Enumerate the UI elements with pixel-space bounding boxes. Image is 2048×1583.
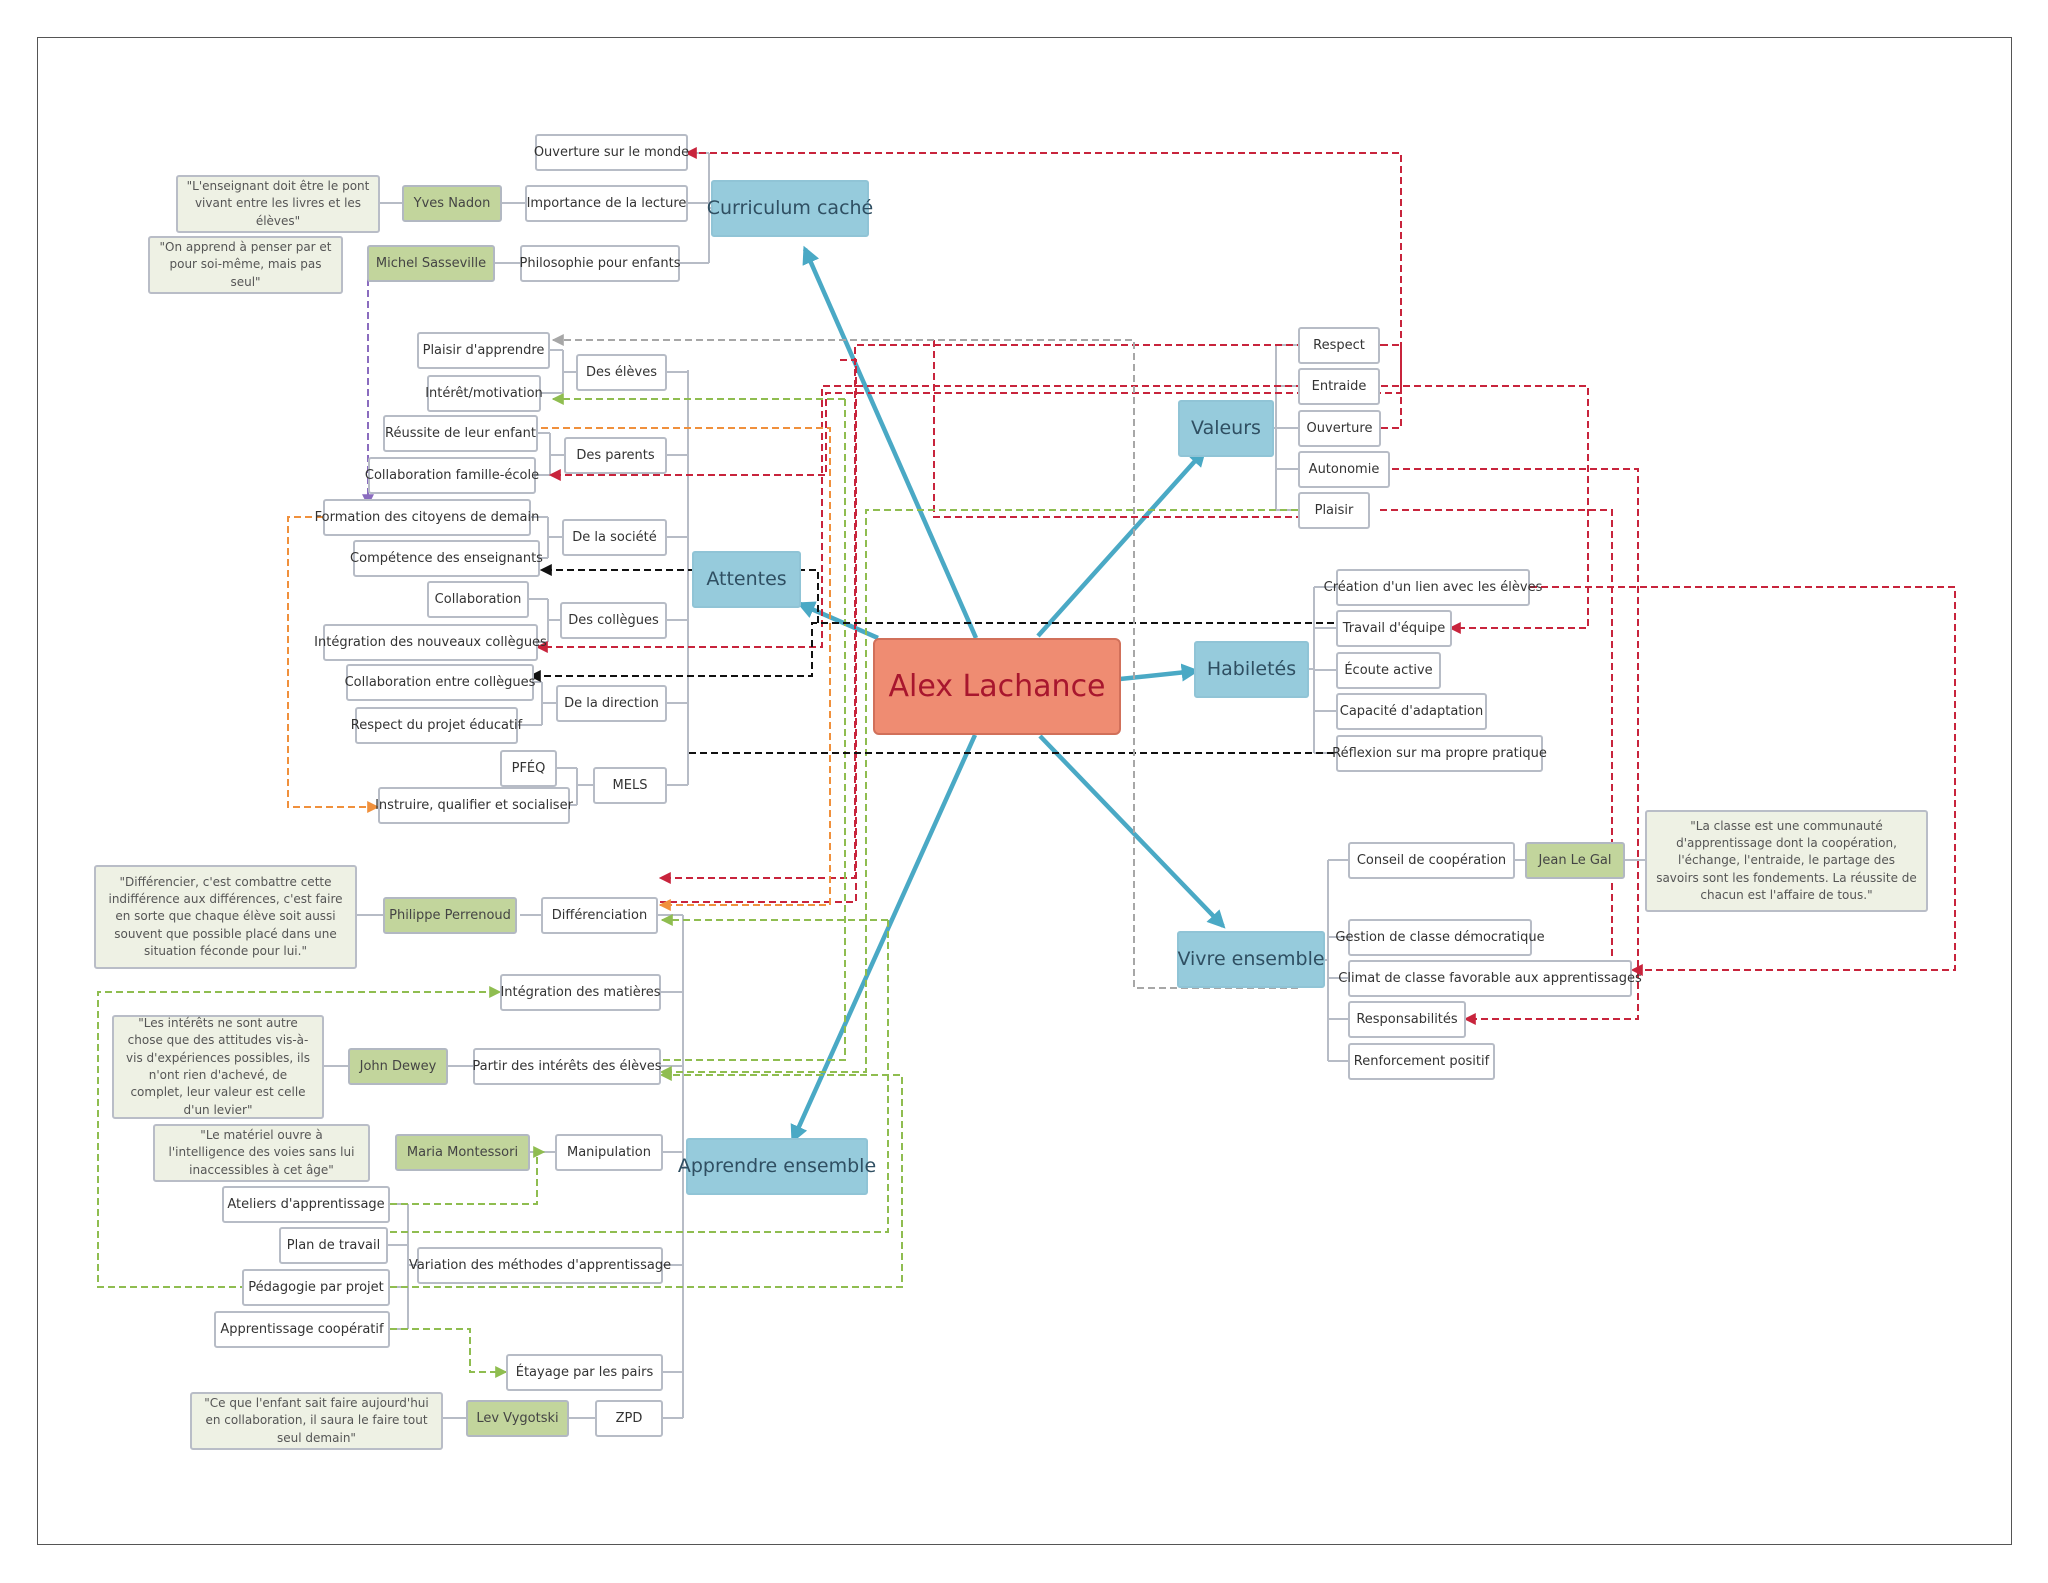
node-respect[interactable]: Respect: [1298, 327, 1380, 364]
node-instruire-qualifier[interactable]: Instruire, qualifier et socialiser: [375, 787, 573, 824]
node-interet-motivation[interactable]: Intérêt/motivation: [425, 375, 543, 412]
red-links: [535, 147, 1956, 1025]
node-ecoute-active[interactable]: Écoute active: [1336, 652, 1441, 689]
tree-connectors: [320, 152, 1645, 1419]
node-partir-interets[interactable]: Partir des intérêts des élèves: [472, 1048, 662, 1085]
gray-link: [551, 334, 1298, 989]
quote-vygotski: "Ce que l'enfant sait faire aujourd'hui …: [190, 1392, 443, 1450]
node-climat-classe[interactable]: Climat de classe favorable aux apprentis…: [1338, 960, 1642, 997]
node-apprentissage-cooperatif[interactable]: Apprentissage coopératif: [214, 1311, 390, 1348]
node-importance-lecture[interactable]: Importance de la lecture: [525, 185, 688, 222]
person-john-dewey[interactable]: John Dewey: [348, 1048, 448, 1085]
node-de-la-direction[interactable]: De la direction: [556, 685, 667, 722]
node-autonomie[interactable]: Autonomie: [1298, 451, 1390, 488]
category-apprendre-ensemble[interactable]: Apprendre ensemble: [678, 1138, 876, 1195]
category-habiletes[interactable]: Habiletés: [1194, 641, 1309, 698]
person-lev-vygotski[interactable]: Lev Vygotski: [466, 1400, 569, 1437]
node-des-eleves[interactable]: Des élèves: [576, 354, 667, 391]
quote-le-gal: "La classe est une communauté d'apprenti…: [1645, 810, 1928, 912]
category-vivre-ensemble[interactable]: Vivre ensemble: [1177, 931, 1325, 988]
node-formation-citoyens[interactable]: Formation des citoyens de demain: [315, 499, 539, 536]
node-conseil-cooperation[interactable]: Conseil de coopération: [1348, 842, 1515, 879]
node-plaisir[interactable]: Plaisir: [1298, 492, 1370, 529]
node-des-collegues[interactable]: Des collègues: [560, 602, 667, 639]
node-integration-matieres[interactable]: Intégration des matières: [500, 974, 661, 1011]
node-integration-collegues[interactable]: Intégration des nouveaux collègues: [314, 624, 547, 661]
node-zpd[interactable]: ZPD: [595, 1400, 663, 1437]
central-node[interactable]: Alex Lachance: [873, 638, 1121, 735]
node-competence-enseignants[interactable]: Compétence des enseignants: [350, 540, 543, 577]
node-entraide[interactable]: Entraide: [1298, 368, 1380, 405]
category-curriculum-cache[interactable]: Curriculum caché: [707, 180, 873, 237]
diagram-frame: [37, 37, 2012, 1545]
node-mels[interactable]: MELS: [593, 767, 667, 804]
node-de-la-societe[interactable]: De la société: [562, 519, 667, 556]
person-michel-sasseville[interactable]: Michel Sasseville: [367, 245, 495, 282]
node-ouverture[interactable]: Ouverture: [1298, 410, 1381, 447]
node-ateliers-apprentissage[interactable]: Ateliers d'apprentissage: [222, 1186, 390, 1223]
quote-montessori: "Le matériel ouvre à l'intelligence des …: [153, 1124, 370, 1182]
node-reflexion-pratique[interactable]: Réflexion sur ma propre pratique: [1332, 735, 1547, 772]
node-collaboration[interactable]: Collaboration: [427, 581, 529, 618]
node-pedagogie-projet[interactable]: Pédagogie par projet: [242, 1269, 390, 1306]
quote-sasseville: "On apprend à penser par et pour soi-mêm…: [148, 236, 343, 294]
node-collaboration-entre-collegues[interactable]: Collaboration entre collègues: [345, 664, 535, 701]
node-plan-travail[interactable]: Plan de travail: [279, 1227, 388, 1264]
quote-dewey: "Les intérêts ne sont autre chose que de…: [112, 1015, 324, 1119]
person-maria-montessori[interactable]: Maria Montessori: [395, 1134, 530, 1171]
node-capacite-adaptation[interactable]: Capacité d'adaptation: [1336, 693, 1487, 730]
node-travail-equipe[interactable]: Travail d'équipe: [1336, 610, 1452, 647]
node-etayage-pairs[interactable]: Étayage par les pairs: [506, 1354, 663, 1391]
quote-perrenoud: "Différencier, c'est combattre cette ind…: [94, 865, 357, 969]
node-collaboration-famille[interactable]: Collaboration famille-école: [365, 457, 539, 494]
node-differenciation[interactable]: Différenciation: [541, 897, 658, 934]
node-pfeq[interactable]: PFÉQ: [500, 750, 557, 787]
person-philippe-perrenoud[interactable]: Philippe Perrenoud: [383, 897, 517, 934]
node-variation-methodes[interactable]: Variation des méthodes d'apprentissage: [409, 1247, 671, 1284]
category-attentes[interactable]: Attentes: [692, 551, 801, 608]
node-responsabilites[interactable]: Responsabilités: [1348, 1001, 1466, 1038]
orange-links: [287, 427, 831, 911]
node-respect-projet-educatif[interactable]: Respect du projet éducatif: [351, 707, 522, 744]
quote-nadon: "L'enseignant doit être le pont vivant e…: [176, 175, 380, 233]
node-plaisir-apprendre[interactable]: Plaisir d'apprendre: [417, 332, 550, 369]
node-renforcement-positif[interactable]: Renforcement positif: [1348, 1043, 1495, 1080]
black-links: [528, 564, 1334, 754]
node-gestion-classe[interactable]: Gestion de classe démocratique: [1335, 919, 1545, 956]
node-ouverture-monde[interactable]: Ouverture sur le monde: [534, 134, 689, 171]
node-creation-lien[interactable]: Création d'un lien avec les élèves: [1324, 569, 1542, 606]
node-philosophie-enfants[interactable]: Philosophie pour enfants: [519, 245, 681, 282]
node-manipulation[interactable]: Manipulation: [555, 1134, 663, 1171]
person-jean-le-gal[interactable]: Jean Le Gal: [1525, 842, 1625, 879]
person-yves-nadon[interactable]: Yves Nadon: [402, 185, 502, 222]
category-valeurs[interactable]: Valeurs: [1178, 400, 1274, 457]
node-reussite-enfant[interactable]: Réussite de leur enfant: [383, 415, 538, 452]
node-des-parents[interactable]: Des parents: [564, 437, 667, 474]
